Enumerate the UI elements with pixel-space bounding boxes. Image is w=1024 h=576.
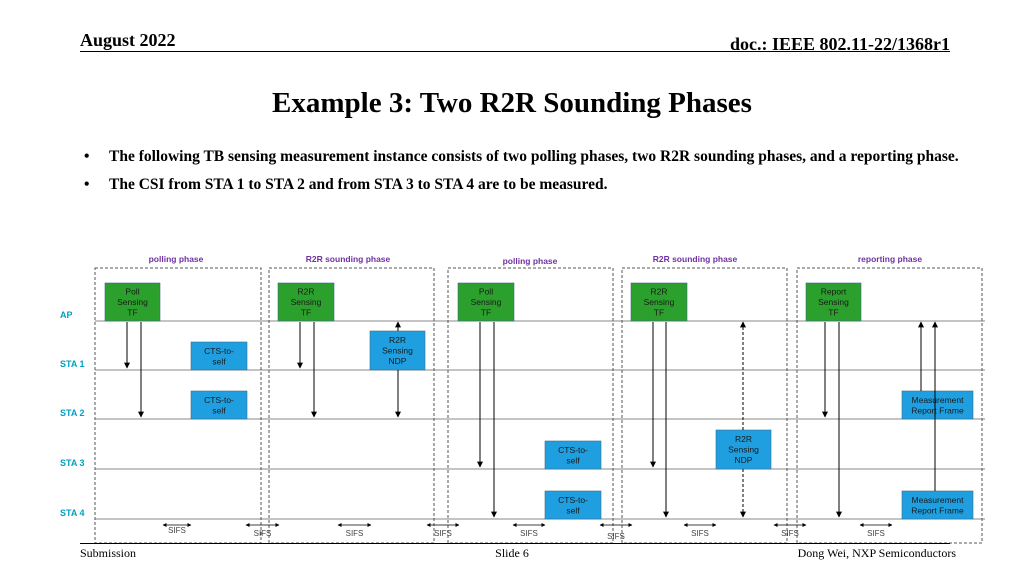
sifs-label: SIFS	[168, 526, 186, 535]
frame-label: CTS-to-	[204, 346, 234, 356]
footer-author: Dong Wei, NXP Semiconductors	[797, 546, 956, 560]
sifs-label: SIFS	[346, 529, 364, 538]
bullet-item: • The following TB sensing measurement i…	[84, 146, 964, 167]
frame-box	[190, 341, 248, 371]
frame-box	[544, 490, 602, 520]
frame-label: Sensing	[644, 297, 675, 307]
bullet-item: • The CSI from STA 1 to STA 2 and from S…	[84, 174, 964, 195]
station-label: STA 1	[60, 359, 85, 369]
frame-label: R2R	[389, 335, 406, 345]
bullet-text: The CSI from STA 1 to STA 2 and from STA…	[109, 176, 608, 193]
frame-box	[901, 390, 974, 420]
header-doc-id: doc.: IEEE 802.11-22/1368r1	[729, 34, 950, 54]
frame-label: self	[566, 455, 580, 465]
frame-label: TF	[654, 308, 664, 318]
frame-label: Report Frame	[911, 405, 964, 415]
bullet-list: • The following TB sensing measurement i…	[84, 146, 964, 202]
frame-box	[901, 490, 974, 520]
frame-box	[630, 282, 688, 322]
frame-label: CTS-to-	[558, 445, 588, 455]
frame-label: CTS-to-	[558, 495, 588, 505]
frame-label: TF	[127, 308, 137, 318]
station-label: STA 3	[60, 458, 85, 468]
sifs-label: SIFS	[867, 529, 885, 538]
header-date: August 2022	[80, 30, 176, 50]
frame-label: Sensing	[117, 297, 148, 307]
frame-box	[369, 330, 426, 371]
frame-label: TF	[481, 308, 491, 318]
frame-label: NDP	[735, 455, 753, 465]
slide-title: Example 3: Two R2R Sounding Phases	[272, 87, 752, 119]
frame-label: Report Frame	[911, 505, 964, 515]
sifs-label: SIFS	[254, 529, 272, 538]
frame-label: self	[212, 356, 226, 366]
station-label: AP	[60, 310, 73, 320]
frame-box	[277, 282, 335, 322]
frame-box	[544, 440, 602, 470]
phase-label: polling phase	[503, 256, 558, 266]
station-label: STA 2	[60, 408, 85, 418]
sifs-label: SIFS	[434, 529, 452, 538]
frame-label: CTS-to-	[204, 395, 234, 405]
frame-box	[190, 390, 248, 420]
frame-label: R2R	[735, 434, 752, 444]
station-label: STA 4	[60, 508, 85, 518]
frame-box	[805, 282, 862, 322]
frame-label: Report	[821, 287, 847, 297]
frame-label: Sensing	[818, 297, 849, 307]
frame-label: Sensing	[728, 445, 759, 455]
frame-label: Poll	[125, 287, 139, 297]
frame-label: TF	[301, 308, 311, 318]
frame-label: Sensing	[471, 297, 502, 307]
phase-label: polling phase	[149, 254, 204, 264]
sifs-label: SIFS	[607, 532, 625, 541]
frame-box	[104, 282, 161, 322]
footer-rule	[80, 543, 950, 544]
phase-label: R2R sounding phase	[306, 254, 391, 264]
frame-label: Sensing	[382, 346, 413, 356]
sifs-label: SIFS	[781, 529, 799, 538]
footer-submission: Submission	[80, 546, 137, 560]
frame-label: Poll	[479, 287, 493, 297]
frame-box	[457, 282, 515, 322]
frame-label: self	[212, 405, 226, 415]
frame-label: TF	[828, 308, 838, 318]
phase-label: R2R sounding phase	[653, 254, 738, 264]
sifs-label: SIFS	[691, 529, 709, 538]
phase-box	[94, 267, 262, 544]
header-rule	[80, 51, 950, 52]
sifs-label: SIFS	[520, 529, 538, 538]
frame-label: self	[566, 505, 580, 515]
phase-label: reporting phase	[858, 254, 923, 264]
frame-label: NDP	[389, 356, 407, 366]
bullet-marker: •	[84, 176, 90, 193]
frame-label: Sensing	[291, 297, 322, 307]
bullet-marker: •	[84, 148, 90, 165]
frame-label: R2R	[297, 287, 314, 297]
footer-slide-number: Slide 6	[495, 546, 529, 560]
frame-box	[715, 429, 772, 470]
bullet-text: The following TB sensing measurement ins…	[109, 148, 959, 165]
frame-label: Measurement	[912, 495, 965, 505]
frame-label: R2R	[650, 287, 667, 297]
frame-label: Measurement	[912, 395, 965, 405]
